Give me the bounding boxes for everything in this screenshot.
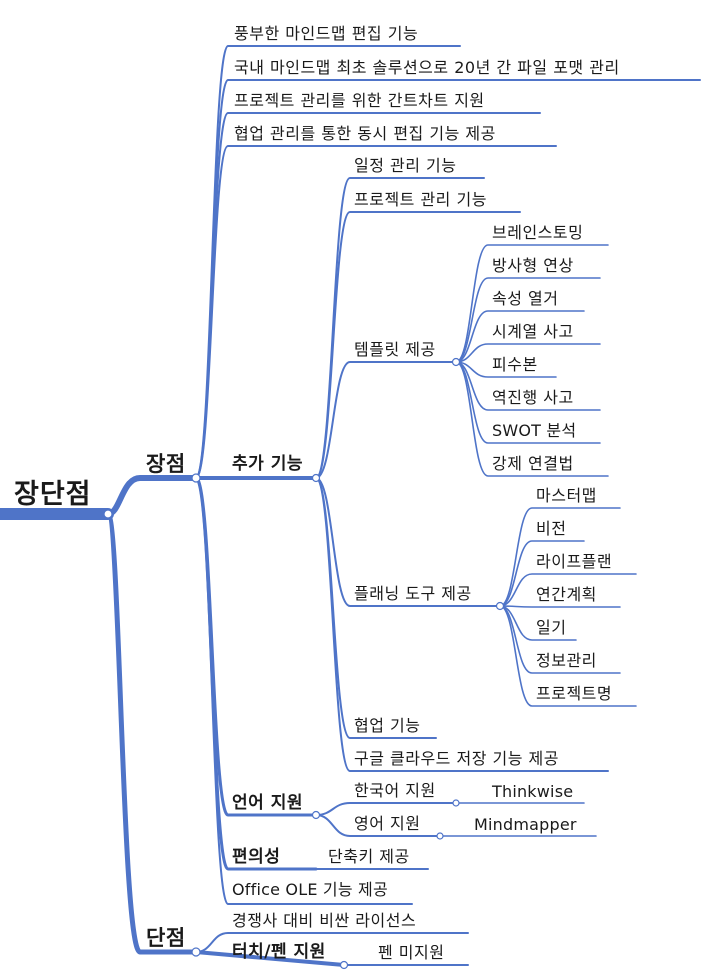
- cloud-label: 구글 클라우드 저장 기능 제공: [354, 749, 559, 768]
- language-support-label: 언어 지원: [232, 793, 303, 813]
- template-item: 강제 연결법: [492, 454, 574, 473]
- planning-item: 프로젝트명: [536, 684, 613, 703]
- template-item: 피수본: [492, 355, 538, 374]
- node-dot-extra: [311, 473, 321, 483]
- template-item: SWOT 분석: [492, 421, 577, 440]
- english-support-label: 영어 지원: [354, 814, 421, 833]
- link-extra-template: [315, 361, 457, 479]
- pen-unsupported-label: 펜 미지원: [378, 943, 445, 962]
- node-dot-template: [451, 357, 461, 367]
- thinkwise-label: Thinkwise: [492, 782, 574, 801]
- link-root-pros: [105, 475, 199, 517]
- node-dot-english: [436, 832, 444, 840]
- touch-pen-label: 터치/펜 지원: [232, 942, 326, 962]
- link-pros-p4: [195, 145, 557, 479]
- template-item: 역진행 사고: [492, 388, 574, 407]
- link-extra-schedule: [315, 177, 485, 479]
- node-dot-lang: [311, 810, 321, 820]
- link-extra-collab: [315, 477, 437, 739]
- planning-item: 정보관리: [536, 651, 597, 670]
- link-extra-planning: [315, 477, 501, 607]
- price-label: 경쟁사 대비 비싼 라이선스: [232, 911, 417, 930]
- project-label: 프로젝트 관리 기능: [354, 190, 487, 209]
- template-item: 속성 열거: [492, 289, 559, 308]
- korean-support-label: 한국어 지원: [354, 781, 436, 800]
- link-extra-project: [315, 211, 521, 479]
- pros-item-2: 국내 마인드맵 최초 솔루션으로 20년 간 파일 포맷 관리: [234, 58, 620, 77]
- pros-item-1: 풍부한 마인드맵 편집 기능: [234, 24, 419, 43]
- node-dot-korean: [452, 799, 460, 807]
- schedule-label: 일정 관리 기능: [354, 156, 457, 175]
- node-dot-touch: [339, 960, 349, 970]
- node-dot-cons: [191, 947, 201, 957]
- root-label: 장단점: [14, 479, 92, 510]
- branch-pros: 장점: [146, 452, 186, 476]
- convenience-label: 편의성: [232, 847, 281, 867]
- link-extra-cloud: [315, 477, 609, 772]
- node-dot-planning: [495, 601, 505, 611]
- planning-item: 연간계획: [536, 585, 597, 604]
- planning-item: 비전: [536, 519, 567, 538]
- planning-item: 라이프플랜: [536, 552, 613, 571]
- template-item: 브레인스토밍: [492, 223, 584, 242]
- pros-item-3: 프로젝트 관리를 위한 간트차트 지원: [234, 91, 485, 110]
- link-cons-touch: [194, 950, 346, 967]
- template-item: 시계열 사고: [492, 322, 574, 341]
- collab-label: 협업 기능: [354, 716, 421, 735]
- template-label: 템플릿 제공: [354, 340, 436, 359]
- link-root-cons: [105, 511, 199, 955]
- template-item: 방사형 연상: [492, 256, 574, 275]
- shortcut-label: 단축키 제공: [328, 847, 410, 866]
- link-pros-ole: [195, 477, 413, 905]
- node-dot-root: [103, 509, 113, 519]
- planning-label: 플래닝 도구 제공: [354, 584, 472, 603]
- planning-item: 일기: [536, 618, 567, 637]
- node-dot-pros: [191, 473, 201, 483]
- planning-item: 마스터맵: [536, 486, 597, 505]
- mindmapper-label: Mindmapper: [474, 815, 577, 834]
- extra-features-label: 추가 기능: [232, 454, 303, 474]
- branch-cons: 단점: [146, 926, 186, 950]
- pros-item-4: 협업 관리를 통한 동시 편집 기능 제공: [234, 124, 496, 143]
- office-ole-label: Office OLE 기능 제공: [232, 880, 388, 899]
